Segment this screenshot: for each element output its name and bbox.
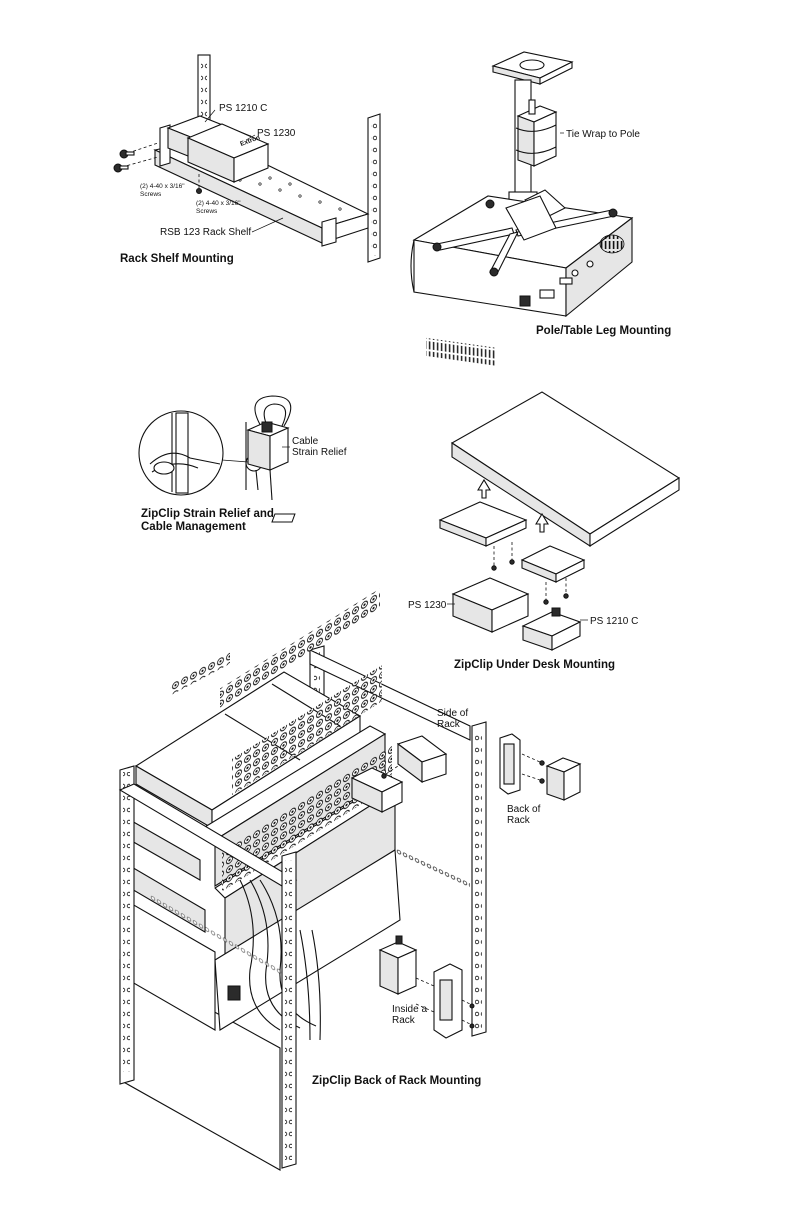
rack-front-right-post bbox=[281, 851, 297, 1169]
label-ps1210c-under-desk: PS 1210 C bbox=[590, 616, 638, 627]
label-screws-b-line1: (2) 4-40 x 3/16" bbox=[196, 200, 241, 207]
strain-relief-diagram: Cable Strain Relief ZipClip Strain Relie… bbox=[138, 395, 347, 533]
desk-surface bbox=[450, 391, 681, 548]
caption-pole-table-leg-mounting: Pole/Table Leg Mounting bbox=[536, 325, 671, 337]
label-back-of-rack-line2: Rack bbox=[507, 815, 531, 826]
under-desk-screws bbox=[491, 542, 569, 605]
under-desk-diagram: PS 1230 PS 1210 C ZipClip Under Desk Mou… bbox=[271, 391, 681, 671]
label-ps1230: PS 1230 bbox=[257, 128, 296, 139]
caption-strain-relief-line2: Cable Management bbox=[141, 521, 246, 533]
label-cable: Cable bbox=[292, 436, 319, 447]
magnified-detail-circle bbox=[138, 410, 224, 496]
label-screws-b-line2: Screws bbox=[196, 208, 218, 215]
rack-left-shelves bbox=[124, 819, 216, 1031]
ps1230-under-desk bbox=[451, 577, 530, 633]
label-inside-rack-line2: Rack bbox=[392, 1015, 416, 1026]
mounting-screw-bottom bbox=[196, 174, 202, 194]
zipclip-back-of-rack bbox=[499, 733, 545, 795]
rack-equipment-matrix-router bbox=[214, 745, 401, 1031]
power-supply-on-pole bbox=[515, 99, 558, 167]
ceiling-mount-plate bbox=[491, 51, 574, 85]
label-screws-a-line2: Screws bbox=[140, 191, 162, 198]
label-inside-rack-line1: Inside a bbox=[392, 1004, 427, 1015]
label-tie-wrap: Tie Wrap to Pole bbox=[566, 129, 640, 140]
zipclip-side-of-rack bbox=[381, 735, 448, 784]
ps1210c-under-desk bbox=[521, 607, 582, 651]
projector-mount-arms bbox=[432, 189, 618, 277]
caption-under-desk-mounting: ZipClip Under Desk Mounting bbox=[454, 659, 615, 671]
label-ps1230-under-desk: PS 1230 bbox=[408, 600, 447, 611]
power-supply-back-of-rack bbox=[545, 757, 582, 801]
power-supply-inside-rack bbox=[378, 935, 418, 995]
pole-mount-diagram: Tie Wrap to Pole Pole/Tabl bbox=[410, 51, 671, 366]
label-side-of-rack-line2: Rack bbox=[437, 719, 461, 730]
caption-rack-shelf-mounting: Rack Shelf Mounting bbox=[120, 253, 234, 265]
label-screws-a-line1: (2) 4-40 x 3/16" bbox=[140, 183, 185, 190]
label-back-of-rack-line1: Back of bbox=[507, 804, 541, 815]
power-supply-on-rack-top bbox=[350, 767, 404, 813]
rack-equipment-top-shelf bbox=[134, 651, 362, 830]
zipclip-bracket-left bbox=[271, 501, 528, 547]
ps1230-power-supply: Extron bbox=[186, 123, 270, 183]
rack-shelf-diagram: Extron PS 1210 C PS 1230 (2) 4-40 x 3/16… bbox=[113, 54, 381, 265]
label-ps1210c: PS 1210 C bbox=[219, 103, 267, 114]
back-of-rack-diagram: Side of Rack Back of Rack bbox=[118, 588, 582, 1171]
caption-back-of-rack-mounting: ZipClip Back of Rack Mounting bbox=[312, 1075, 481, 1087]
power-supply-with-strain-relief bbox=[245, 395, 292, 501]
label-rack-shelf: RSB 123 Rack Shelf bbox=[160, 227, 251, 238]
rack-front-left-post bbox=[119, 765, 135, 1085]
label-side-of-rack-line1: Side of bbox=[437, 708, 468, 719]
rack-rail-right bbox=[367, 113, 381, 263]
mounting-direction-arrows bbox=[477, 478, 549, 533]
rack-right-post bbox=[471, 721, 487, 1037]
zipclip-bracket-right bbox=[520, 545, 586, 583]
caption-strain-relief-line1: ZipClip Strain Relief and bbox=[141, 508, 274, 520]
mounting-screws-left bbox=[113, 142, 159, 173]
zipclip-inside-rack bbox=[415, 963, 475, 1039]
label-strain-relief: Strain Relief bbox=[292, 447, 347, 458]
